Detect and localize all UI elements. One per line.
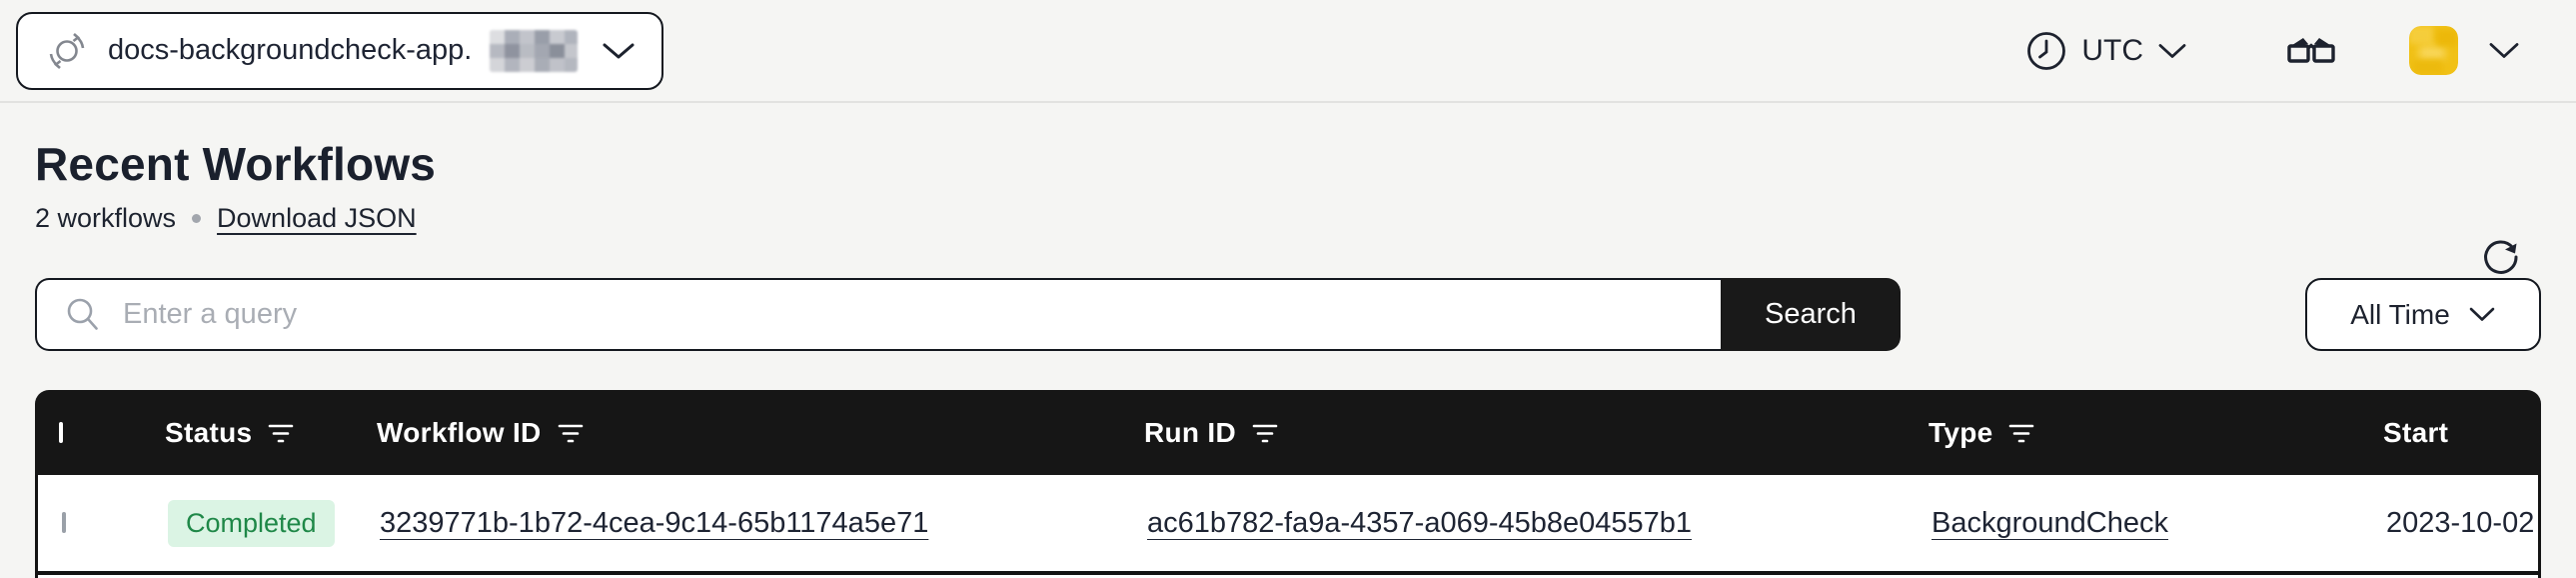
meta-dot-separator [192, 214, 202, 223]
avatar [2409, 26, 2458, 75]
timezone-selector[interactable]: UTC [2025, 30, 2187, 72]
glasses-icon [2285, 31, 2337, 71]
main-content: Recent Workflows 2 workflows Download JS… [0, 103, 2576, 578]
topbar-right-cluster: UTC [2025, 26, 2520, 75]
time-range-filter[interactable]: All Time [2305, 278, 2541, 351]
search-group: Search [35, 278, 1901, 351]
labs-mode-button[interactable] [2285, 31, 2337, 71]
column-label: Type [1929, 416, 1993, 448]
timezone-label: UTC [2081, 33, 2143, 67]
workflows-table: Status Workflow ID Run ID [35, 390, 2541, 578]
page-meta: 2 workflows Download JSON [35, 203, 2541, 234]
workflow-id-cell: 3239771b-1b72-4cea-9c14-65b1174a5e71 [380, 507, 1147, 540]
namespace-redacted-text [490, 29, 579, 72]
row-separator [35, 571, 2541, 575]
namespace-selector[interactable]: docs-backgroundcheck-app. [16, 11, 663, 90]
filter-lines-icon[interactable] [2008, 421, 2034, 445]
magnifier-icon [63, 295, 103, 335]
column-header-status: Status [165, 417, 377, 449]
column-label: Start [2383, 416, 2449, 448]
page-title: Recent Workflows [35, 138, 437, 190]
column-label: Run ID [1144, 416, 1237, 448]
page-header: Recent Workflows 2 workflows Download JS… [35, 103, 2541, 274]
account-menu[interactable] [2409, 26, 2520, 75]
namespace-label: docs-backgroundcheck-app. [108, 34, 473, 66]
run-id-link[interactable]: ac61b782-fa9a-4357-a069-45b8e04557b1 [1147, 506, 1693, 539]
chevron-down-icon [602, 41, 636, 61]
column-label: Status [165, 416, 253, 448]
refresh-icon [2479, 235, 2523, 279]
workflow-type-link[interactable]: BackgroundCheck [1932, 506, 2168, 539]
status-cell: Completed [168, 499, 380, 547]
chevron-down-icon [2488, 41, 2520, 60]
filter-lines-icon[interactable] [1252, 421, 1278, 445]
refresh-button[interactable] [2479, 235, 2523, 279]
clock-icon [2025, 30, 2067, 72]
top-bar: docs-backgroundcheck-app. [0, 0, 2576, 103]
filter-lines-icon[interactable] [558, 421, 584, 445]
table-header: Status Workflow ID Run ID [35, 390, 2541, 475]
chevron-down-icon [2157, 42, 2187, 60]
workflow-count: 2 workflows [35, 203, 177, 233]
time-range-value: All Time [2350, 298, 2450, 330]
select-all-checkbox[interactable] [59, 421, 63, 443]
column-label: Workflow ID [377, 416, 542, 448]
filter-row: Search All Time [35, 278, 2541, 351]
next-row-partial [35, 575, 2541, 578]
workflow-id-link[interactable]: 3239771b-1b72-4cea-9c14-65b1174a5e71 [380, 506, 929, 539]
table-row[interactable]: Completed 3239771b-1b72-4cea-9c14-65b117… [35, 475, 2541, 571]
search-input[interactable] [123, 298, 1695, 331]
search-box [35, 278, 1721, 351]
column-header-type: Type [1929, 417, 2383, 449]
download-json-link[interactable]: Download JSON [217, 203, 417, 233]
chevron-down-icon [2468, 306, 2496, 323]
sync-icon [44, 28, 90, 74]
column-header-run-id: Run ID [1144, 417, 1929, 449]
run-id-cell: ac61b782-fa9a-4357-a069-45b8e04557b1 [1147, 507, 1932, 540]
filter-lines-icon[interactable] [268, 421, 294, 445]
type-cell: BackgroundCheck [1932, 507, 2386, 540]
row-checkbox[interactable] [62, 512, 66, 533]
start-cell: 2023-10-02 UTC [2386, 506, 2538, 539]
search-button[interactable]: Search [1721, 278, 1901, 351]
column-header-start: Start [2383, 417, 2541, 449]
status-badge: Completed [168, 499, 335, 547]
column-header-workflow-id: Workflow ID [377, 417, 1144, 449]
